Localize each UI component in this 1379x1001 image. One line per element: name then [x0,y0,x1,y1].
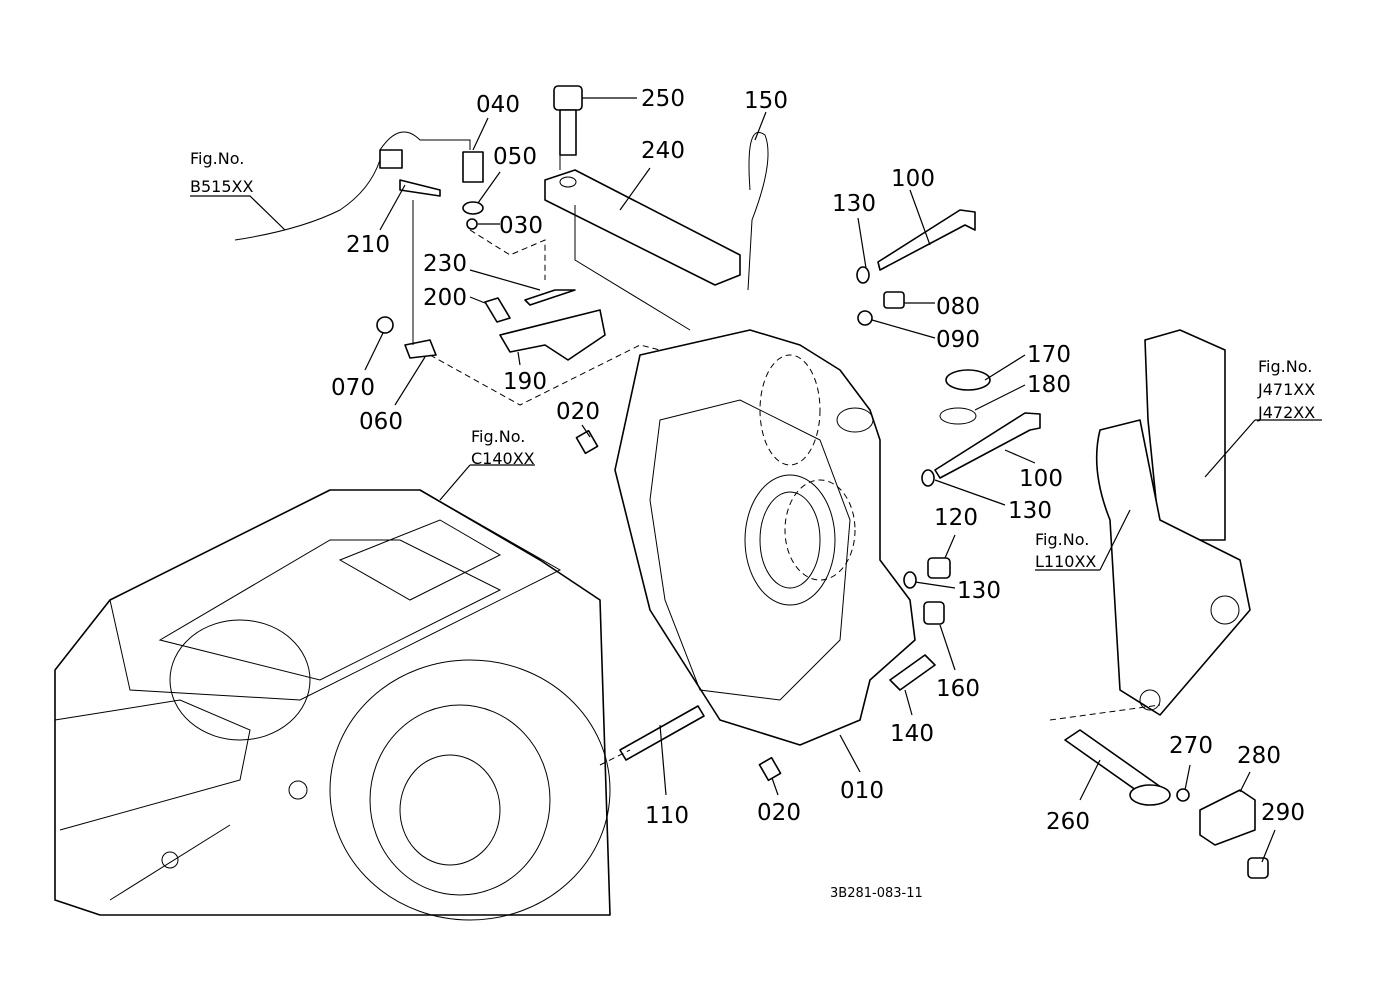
leader-lines [190,97,1322,863]
part-label: 150 [744,88,788,114]
part-label: 100 [891,166,935,192]
part-label: 210 [346,232,390,258]
part-label: 130 [957,578,1001,604]
part-label: 130 [1008,498,1052,524]
part-label: 170 [1027,342,1071,368]
fig-ref-b515-line1: Fig.No. [190,149,244,168]
fig-ref-l110-line2: L110XX [1035,552,1096,571]
part-label: 020 [556,399,600,425]
part-label: 070 [331,375,375,401]
part-label: 120 [934,505,978,531]
part-label: 140 [890,721,934,747]
part-label: 040 [476,92,520,118]
part-label: 240 [641,138,685,164]
part-label: 280 [1237,743,1281,769]
part-label: 260 [1046,809,1090,835]
fig-ref-j47x-line3: J472XX [1257,403,1315,422]
transmission-case-drawing [54,489,611,921]
housing-010-drawing [614,329,916,746]
small-parts-drawing [234,85,1041,782]
part-label: 290 [1261,800,1305,826]
part-label: 110 [645,803,689,829]
fig-ref-b515-line2: B515XX [190,177,253,196]
part-label: 100 [1019,466,1063,492]
lift-assembly-drawing [1064,329,1269,879]
part-label: 180 [1027,372,1071,398]
fig-ref-j47x-line1: Fig.No. [1258,357,1312,376]
part-labels: 040 050 030 250 150 240 130 100 210 230 … [331,86,1305,835]
part-label: 200 [423,285,467,311]
part-label: 060 [359,409,403,435]
part-label: 230 [423,251,467,277]
fig-ref-j47x-line2: J471XX [1257,380,1315,399]
part-label: 030 [499,213,543,239]
part-label: 010 [840,778,884,804]
fig-ref-c140-line1: Fig.No. [471,427,525,446]
part-label: 160 [936,676,980,702]
part-label: 130 [832,191,876,217]
part-label: 250 [641,86,685,112]
part-label: 050 [493,144,537,170]
part-label: 020 [757,800,801,826]
part-label: 190 [503,369,547,395]
figure-references: Fig.No. B515XX Fig.No. C140XX Fig.No. J4… [190,149,1315,571]
part-label: 090 [936,327,980,353]
fig-ref-c140-line2: C140XX [471,449,535,468]
part-label: 080 [936,294,980,320]
part-label: 270 [1169,733,1213,759]
diagram-code: 3B281-083-11 [830,886,923,901]
fig-ref-l110-line1: Fig.No. [1035,530,1089,549]
